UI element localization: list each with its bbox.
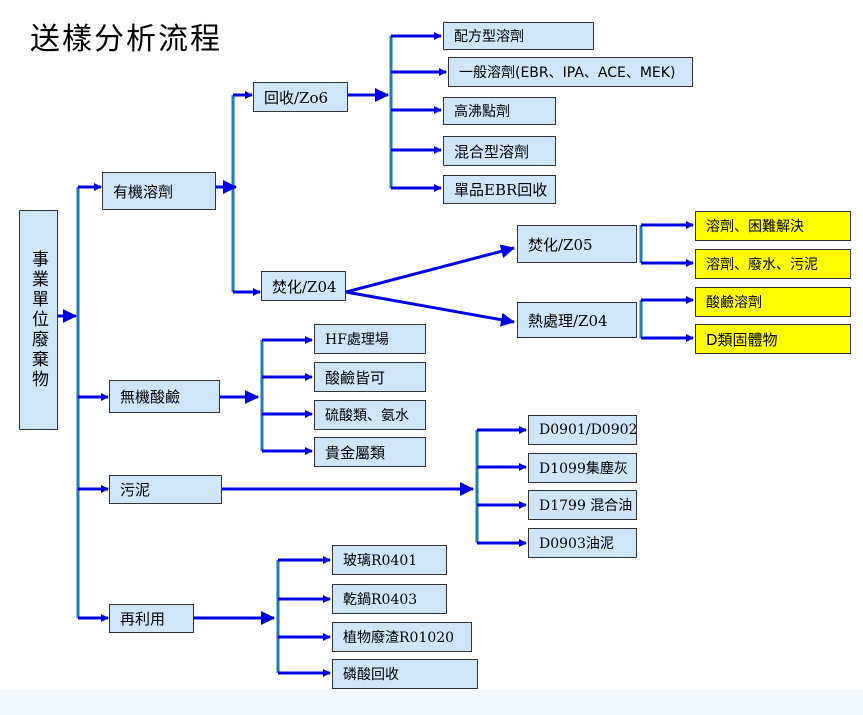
heat-item: 酸鹼溶劑 bbox=[695, 287, 851, 317]
page-title: 送樣分析流程 bbox=[30, 22, 222, 57]
recovery-item: 高沸點劑 bbox=[443, 97, 556, 125]
sludge-item: D0903油泥 bbox=[528, 528, 637, 558]
sludge-item: D1799 混合油 bbox=[528, 490, 637, 520]
node-recovery: 回收/Zo6 bbox=[253, 82, 348, 112]
recovery-item: 混合型溶劑 bbox=[443, 136, 556, 166]
reuse-item: 乾鍋R0403 bbox=[332, 584, 447, 614]
node-incineration: 焚化/Z04 bbox=[261, 271, 346, 301]
heat-item: D類固體物 bbox=[695, 324, 851, 354]
root-node: 事業單位廢棄物 bbox=[19, 210, 58, 430]
reuse-item: 玻璃R0401 bbox=[332, 545, 447, 575]
incin-item: 溶劑、困難解決 bbox=[695, 211, 851, 241]
recovery-item: 一般溶劑(EBR、IPA、ACE、MEK) bbox=[448, 57, 693, 87]
footer-band bbox=[0, 690, 863, 715]
reuse-item: 磷酸回收 bbox=[332, 659, 478, 689]
node-heat-z04: 熱處理/Z04 bbox=[517, 302, 637, 338]
incin-item: 溶劑、廢水、污泥 bbox=[695, 249, 851, 279]
recovery-item: 單品EBR回收 bbox=[443, 175, 556, 204]
inorganic-item: 硫酸類、氨水 bbox=[314, 400, 426, 430]
inorganic-item: 貴金屬類 bbox=[314, 437, 426, 467]
node-sludge: 污泥 bbox=[109, 475, 222, 504]
node-incin-z05: 焚化/Z05 bbox=[517, 225, 637, 263]
node-inorganic: 無機酸鹼 bbox=[109, 380, 220, 413]
node-organic: 有機溶劑 bbox=[102, 172, 216, 210]
sludge-item: D1099集塵灰 bbox=[528, 453, 637, 483]
reuse-item: 植物廢渣R01020 bbox=[332, 622, 472, 652]
inorganic-item: 酸鹼皆可 bbox=[314, 362, 426, 392]
sludge-item: D0901/D0902 bbox=[528, 415, 637, 445]
node-reuse: 再利用 bbox=[109, 604, 194, 633]
recovery-item: 配方型溶劑 bbox=[443, 22, 594, 50]
inorganic-item: HF處理場 bbox=[314, 324, 426, 354]
